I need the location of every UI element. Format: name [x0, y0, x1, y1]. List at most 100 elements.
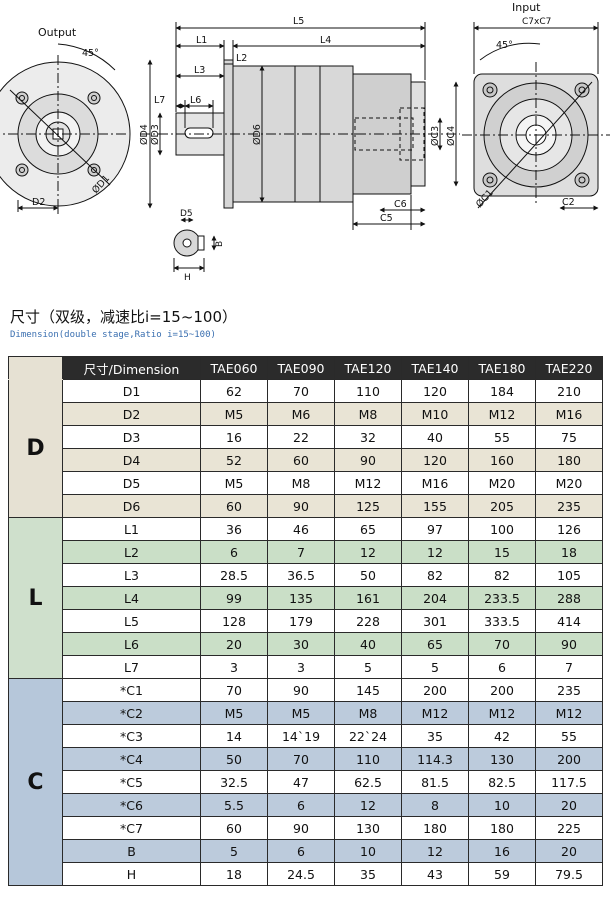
table-cell: 414 — [535, 609, 603, 633]
table-cell: 6 — [468, 655, 536, 679]
input-label: Input — [512, 1, 541, 14]
row-dimension-name: D6 — [62, 494, 201, 518]
table-cell: 36.5 — [267, 563, 335, 587]
table-cell: 50 — [334, 563, 402, 587]
table-cell: 235 — [535, 494, 603, 518]
table-cell: 82.5 — [468, 770, 536, 794]
header-model-1: TAE060 — [200, 356, 268, 380]
table-cell: 32 — [334, 425, 402, 449]
table-cell: M20 — [468, 471, 536, 495]
table-cell: 90 — [535, 632, 603, 656]
table-cell: 60 — [267, 448, 335, 472]
dim-label-h: H — [184, 273, 191, 283]
dim-label-c3: ØC3 — [430, 126, 441, 146]
row-dimension-name: *C7 — [62, 816, 201, 840]
row-dimension-name: D2 — [62, 402, 201, 426]
table-cell: 90 — [267, 494, 335, 518]
table-cell: 125 — [334, 494, 402, 518]
table-cell: 70 — [200, 678, 268, 702]
table-cell: 180 — [468, 816, 536, 840]
table-cell: 200 — [535, 747, 603, 771]
table-cell: 204 — [401, 586, 469, 610]
header-model-5: TAE180 — [468, 356, 536, 380]
table-cell: 59 — [468, 862, 536, 886]
table-cell: 6 — [267, 839, 335, 863]
table-cell: 155 — [401, 494, 469, 518]
table-cell: 79.5 — [535, 862, 603, 886]
header-model-6: TAE220 — [535, 356, 603, 380]
table-cell: 28.5 — [200, 563, 268, 587]
row-dimension-name: H — [62, 862, 201, 886]
angle-label-output: 45° — [82, 48, 99, 59]
table-cell: 3 — [267, 655, 335, 679]
output-label: Output — [38, 26, 77, 39]
table-cell: 65 — [401, 632, 469, 656]
table-cell: 233.5 — [468, 586, 536, 610]
row-dimension-name: L5 — [62, 609, 201, 633]
row-dimension-name: D4 — [62, 448, 201, 472]
dim-label-d6: ØD6 — [252, 124, 263, 145]
table-cell: 22`24 — [334, 724, 402, 748]
table-cell: 235 — [535, 678, 603, 702]
row-dimension-name: D5 — [62, 471, 201, 495]
table-cell: 52 — [200, 448, 268, 472]
table-cell: 7 — [267, 540, 335, 564]
dim-label-l4: L4 — [320, 35, 331, 46]
table-cell: 5 — [200, 839, 268, 863]
table-cell: 30 — [267, 632, 335, 656]
table-cell: M12 — [334, 471, 402, 495]
table-cell: 15 — [468, 540, 536, 564]
table-cell: 32.5 — [200, 770, 268, 794]
table-cell: 75 — [535, 425, 603, 449]
dim-label-l3: L3 — [194, 65, 205, 76]
table-cell: 16 — [468, 839, 536, 863]
table-cell: M20 — [535, 471, 603, 495]
table-cell: 114.3 — [401, 747, 469, 771]
table-cell: 97 — [401, 517, 469, 541]
table-cell: 35 — [334, 862, 402, 886]
table-cell: M12 — [401, 701, 469, 725]
table-cell: 60 — [200, 816, 268, 840]
group-label-c: C — [8, 678, 63, 886]
table-cell: 35 — [401, 724, 469, 748]
header-model-4: TAE140 — [401, 356, 469, 380]
header-dimension: 尺寸/Dimension — [62, 356, 201, 380]
table-cell: 110 — [334, 379, 402, 403]
row-dimension-name: L7 — [62, 655, 201, 679]
table-cell: 20 — [535, 793, 603, 817]
table-cell: 12 — [334, 793, 402, 817]
dim-label-d2: D2 — [32, 197, 45, 208]
table-cell: 100 — [468, 517, 536, 541]
table-cell: 117.5 — [535, 770, 603, 794]
table-cell: 10 — [468, 793, 536, 817]
table-cell: 225 — [535, 816, 603, 840]
table-cell: M12 — [468, 402, 536, 426]
table-cell: 205 — [468, 494, 536, 518]
row-dimension-name: D1 — [62, 379, 201, 403]
table-cell: 105 — [535, 563, 603, 587]
table-cell: 6 — [267, 793, 335, 817]
table-cell: 81.5 — [401, 770, 469, 794]
table-cell: 10 — [334, 839, 402, 863]
table-cell: 40 — [334, 632, 402, 656]
table-cell: 18 — [535, 540, 603, 564]
table-cell: 62.5 — [334, 770, 402, 794]
row-dimension-name: *C2 — [62, 701, 201, 725]
table-cell: 288 — [535, 586, 603, 610]
dim-label-c4: ØC4 — [446, 126, 457, 146]
table-cell: 333.5 — [468, 609, 536, 633]
table-cell: 50 — [200, 747, 268, 771]
c7xc7-label: C7xC7 — [522, 17, 551, 27]
table-cell: 90 — [267, 816, 335, 840]
